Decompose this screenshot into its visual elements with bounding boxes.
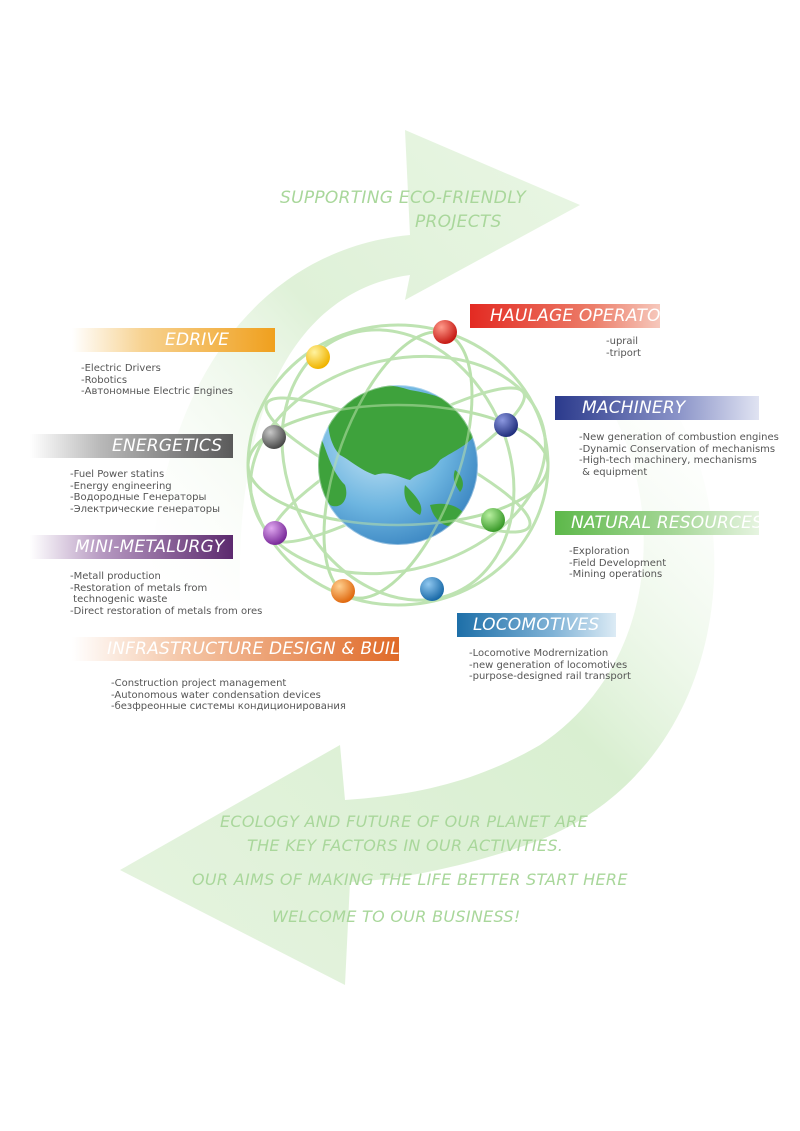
orbit-ball-gray (262, 425, 286, 449)
list-item: -High-tech machinery, mechanisms (579, 455, 757, 467)
list-item: -Metall production (70, 571, 161, 582)
orbit-ball-purple (263, 521, 287, 545)
orbit-ball-yellow (306, 345, 330, 369)
list-machinery: -New generation of combustion engines -D… (579, 432, 779, 478)
list-natural-resources: -Exploration -Field Development -Mining … (569, 546, 666, 581)
banner-locomotives-title: LOCOMOTIVES (473, 615, 600, 635)
list-item: technogenic waste (70, 594, 168, 606)
banner-edrive: EDRIVE (72, 328, 275, 352)
banner-natural-resources: NATURAL RESOURCES (555, 511, 763, 535)
list-item: -Construction project management (111, 678, 287, 689)
list-item: -Autonomous water condensation devices (111, 689, 321, 701)
list-energetics: -Fuel Power statins -Energy engineering … (70, 469, 220, 515)
list-item: -Locomotive Modrernization (469, 648, 609, 659)
orbit-ball-blue (420, 577, 444, 601)
list-item: -Direct restoration of metals from ores (70, 605, 263, 617)
banner-energetics-title: ENERGETICS (112, 436, 223, 456)
list-item: -Robotics (81, 374, 128, 386)
list-item: & equipment (579, 466, 648, 478)
slogan-bottom-line-2: THE KEY FACTORS IN OUR ACTIVITIES. (247, 836, 564, 855)
orbit-ball-navy (494, 413, 518, 437)
globe-icon (317, 384, 479, 546)
banner-machinery-title: MACHINERY (582, 398, 686, 418)
banner-natural-resources-title: NATURAL RESOURCES (571, 513, 764, 533)
list-item: -uprail (606, 336, 639, 347)
list-item: -New generation of combustion engines (579, 432, 779, 443)
cycle-arrow-bottom (120, 390, 715, 985)
banner-energetics: ENERGETICS (30, 434, 233, 458)
list-haulage: -uprail -triport (606, 336, 641, 359)
list-item: -Автономные Electric Engines (81, 386, 233, 398)
slogan-bottom-line-3: OUR AIMS OF MAKING THE LIFE BETTER START… (192, 870, 628, 889)
list-item: -purpose-designed rail transport (469, 671, 631, 683)
banner-mini-metalurgy-title: MINI-METALURGY (75, 537, 225, 557)
list-item: -безфреонные системы кондиционирования (111, 701, 346, 713)
banner-locomotives: LOCOMOTIVES (457, 613, 616, 637)
list-item: -Field Development (569, 557, 667, 569)
orbit-ball-green (481, 508, 505, 532)
cycle-arrow-top (150, 130, 580, 610)
list-item: -triport (606, 347, 641, 359)
banner-haulage-title: HAULAGE OPERATOR (490, 306, 673, 326)
list-item: -Fuel Power statins (70, 469, 165, 480)
banner-mini-metalurgy: MINI-METALURGY (30, 535, 233, 559)
list-item: -Водородные Генераторы (70, 492, 207, 504)
banner-haulage: HAULAGE OPERATOR (470, 304, 672, 328)
orbit-ball-orange (331, 579, 355, 603)
list-item: -new generation of locomotives (469, 659, 628, 671)
list-item: -Energy engineering (70, 480, 172, 492)
orbit-ball-red (433, 320, 457, 344)
banner-edrive-title: EDRIVE (165, 330, 230, 350)
list-item: -Dynamic Conservation of mechanisms (579, 443, 776, 455)
list-mini-metalurgy: -Metall production -Restoration of metal… (70, 571, 262, 617)
list-item: -Exploration (569, 546, 630, 557)
list-infrastructure: -Construction project management -Autono… (111, 678, 346, 713)
slogan-bottom-line-1: ECOLOGY AND FUTURE OF OUR PLANET ARE (220, 812, 588, 831)
banner-infrastructure-title: INFRASTRUCTURE DESIGN & BUILDING (107, 639, 445, 659)
slogan-top-line-1: SUPPORTING ECO-FRIENDLY (280, 188, 527, 208)
list-item: -Electric Drivers (81, 363, 161, 374)
slogan-top-line-2: PROJECTS (415, 212, 502, 232)
slogan-bottom-line-4: WELCOME TO OUR BUSINESS! (272, 907, 521, 926)
list-locomotives: -Locomotive Modrernization -new generati… (469, 648, 631, 683)
list-item: -Электрические генераторы (70, 503, 221, 515)
banner-machinery: MACHINERY (555, 396, 759, 420)
list-edrive: -Electric Drivers -Robotics -Автономные … (81, 363, 233, 398)
list-item: -Mining operations (569, 569, 663, 581)
banner-infrastructure: INFRASTRUCTURE DESIGN & BUILDING (72, 637, 444, 661)
list-item: -Restoration of metals from (70, 582, 208, 594)
